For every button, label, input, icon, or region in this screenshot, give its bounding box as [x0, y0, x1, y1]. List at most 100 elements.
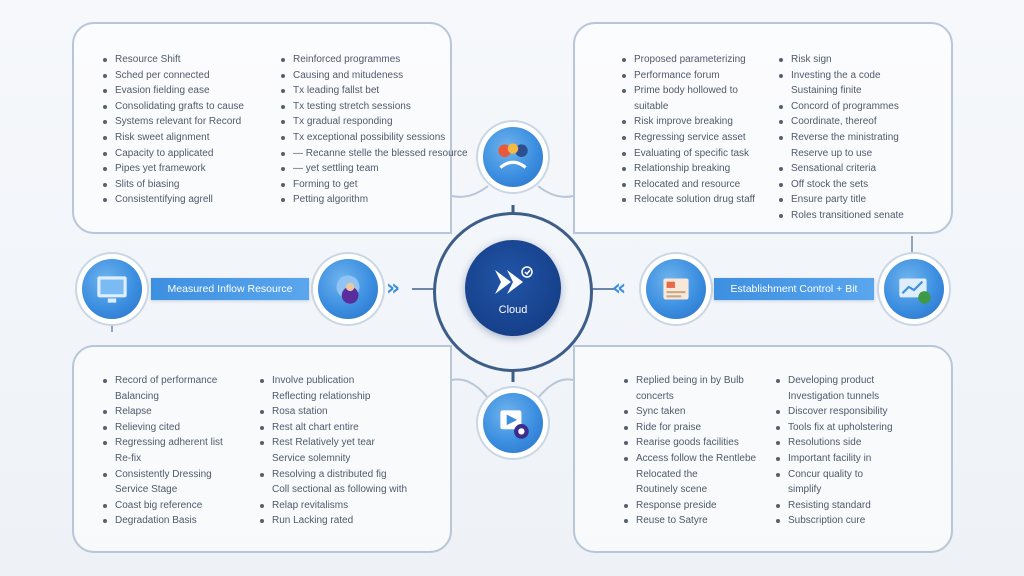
- right-banner: Establishment Control + Bit: [714, 278, 874, 300]
- team-network-node[interactable]: [483, 127, 543, 187]
- arrow-left-icon: «: [612, 276, 627, 301]
- panel-bottom-left-list-2: Involve publication Reflecting relations…: [259, 373, 407, 529]
- list-item: Access follow the Rentlebe: [623, 451, 756, 467]
- list-item: Discover responsibility: [775, 404, 893, 420]
- panel-bottom-right-list-1: Replied being in by Bulb concerts Sync t…: [623, 373, 756, 529]
- list-item: Tx leading fallst bet: [280, 83, 468, 99]
- list-item: Ensure party title: [778, 192, 904, 208]
- list-item: Reflecting relationship: [272, 390, 371, 402]
- list-item: Important facility in: [775, 451, 893, 467]
- list-item: Investing the a code: [778, 68, 904, 84]
- list-item: Concur quality to: [775, 467, 893, 483]
- list-item: Resisting standard: [775, 498, 893, 514]
- list-item: Record of performance: [102, 373, 223, 389]
- list-item: Involve publication: [259, 373, 407, 389]
- list-item: Routinely scene: [636, 484, 708, 496]
- list-item: Coordinate, thereof: [778, 114, 904, 130]
- user-globe-icon: [336, 275, 360, 304]
- monitor-node[interactable]: [82, 259, 142, 319]
- list-item: Evaluating of specific task: [621, 146, 755, 162]
- list-item: Rearise goods facilities: [623, 435, 756, 451]
- list-item: Pipes yet framework: [102, 161, 244, 177]
- list-item: Off stock the sets: [778, 177, 904, 193]
- chart-card-icon: [899, 278, 931, 304]
- list-item: Causing and mitudeness: [280, 68, 468, 84]
- list-item: Consistently Dressing: [102, 467, 223, 483]
- list-item: Regressing service asset: [621, 130, 755, 146]
- document-icon: [663, 278, 689, 300]
- list-item: Performance forum: [621, 68, 755, 84]
- list-item: Risk sign: [778, 52, 904, 68]
- list-item: Evasion fielding ease: [102, 83, 244, 99]
- panel-top-right-list-1: Proposed parameterizing Performance foru…: [621, 52, 755, 208]
- panel-top-left-list-1: Resource Shift Sched per connected Evasi…: [102, 52, 244, 208]
- monitor-icon: [97, 276, 127, 303]
- center-ring: [433, 212, 593, 372]
- panel-top-right: Proposed parameterizing Performance foru…: [573, 22, 953, 234]
- list-item: Rosa station: [259, 404, 407, 420]
- team-network-icon: [498, 143, 528, 169]
- media-gear-node[interactable]: [483, 393, 543, 453]
- list-item: Prime body hollowed to: [621, 83, 755, 99]
- list-item: Sched per connected: [102, 68, 244, 84]
- list-item: Investigation tunnels: [788, 390, 880, 402]
- list-item: Concord of programmes: [778, 99, 904, 115]
- list-item: Petting algorithm: [280, 192, 468, 208]
- list-item: Tx gradual responding: [280, 114, 468, 130]
- list-item: Relap revitalisms: [259, 498, 407, 514]
- list-item: — yet settling team: [280, 161, 468, 177]
- list-item: Run Lacking rated: [259, 513, 407, 529]
- list-item: Sensational criteria: [778, 161, 904, 177]
- list-item: Service solemnity: [272, 452, 351, 464]
- panel-bottom-right: Replied being in by Bulb concerts Sync t…: [573, 345, 953, 553]
- chart-card-node[interactable]: [884, 259, 944, 319]
- list-item: Sustaining finite: [791, 85, 862, 97]
- list-item: Relocated the: [636, 468, 698, 480]
- list-item: Relocate solution drug staff: [621, 192, 755, 208]
- list-item: Risk improve breaking: [621, 114, 755, 130]
- list-item: Resolutions side: [775, 435, 893, 451]
- panel-top-left: Resource Shift Sched per connected Evasi…: [72, 22, 468, 234]
- chevron-arrow-icon: [495, 266, 533, 294]
- list-item: Reserve up to use: [791, 147, 873, 159]
- list-item: Tx testing stretch sessions: [280, 99, 468, 115]
- list-item: Roles transitioned senate: [778, 208, 904, 224]
- list-item: suitable: [634, 100, 669, 112]
- list-item: Relocated and resource: [621, 177, 755, 193]
- center-label: Cloud: [498, 304, 528, 316]
- panel-bottom-left: Record of performance Balancing Relapse …: [72, 345, 452, 553]
- center-hub[interactable]: Cloud: [465, 240, 561, 336]
- panel-top-right-list-2: Risk sign Investing the a code Sustainin…: [778, 52, 904, 224]
- list-item: Sync taken: [623, 404, 756, 420]
- list-item: Replied being in by Bulb: [623, 373, 756, 389]
- document-node[interactable]: [646, 259, 706, 319]
- list-item: Risk sweet alignment: [102, 130, 244, 146]
- list-item: Relieving cited: [102, 420, 223, 436]
- list-item: Subscription cure: [775, 513, 893, 529]
- list-item: Service Stage: [115, 484, 178, 496]
- list-item: Reverse the ministrating: [778, 130, 904, 146]
- arrow-right-icon: »: [386, 276, 401, 301]
- list-item: Coll sectional as following with: [272, 484, 408, 496]
- list-item: simplify: [788, 484, 822, 496]
- list-item: Rest Relatively yet tear: [259, 435, 407, 451]
- list-item: Regressing adherent list: [102, 435, 223, 451]
- list-item: Forming to get: [280, 177, 468, 193]
- list-item: Coast big reference: [102, 498, 223, 514]
- list-item: Developing product: [775, 373, 893, 389]
- list-item: Tools fix at upholstering: [775, 420, 893, 436]
- list-item: concerts: [636, 390, 674, 402]
- list-item: Relationship breaking: [621, 161, 755, 177]
- list-item: Proposed parameterizing: [621, 52, 755, 68]
- left-banner: Measured Inflow Resource: [151, 278, 309, 300]
- list-item: Reuse to Satyre: [623, 513, 756, 529]
- user-globe-node[interactable]: [318, 259, 378, 319]
- list-item: Reinforced programmes: [280, 52, 468, 68]
- list-item: Capacity to applicated: [102, 146, 244, 162]
- list-item: Systems relevant for Record: [102, 114, 244, 130]
- list-item: Resolving a distributed fig: [259, 467, 407, 483]
- list-item: Response preside: [623, 498, 756, 514]
- list-item: Degradation Basis: [102, 513, 223, 529]
- media-gear-icon: [500, 410, 529, 439]
